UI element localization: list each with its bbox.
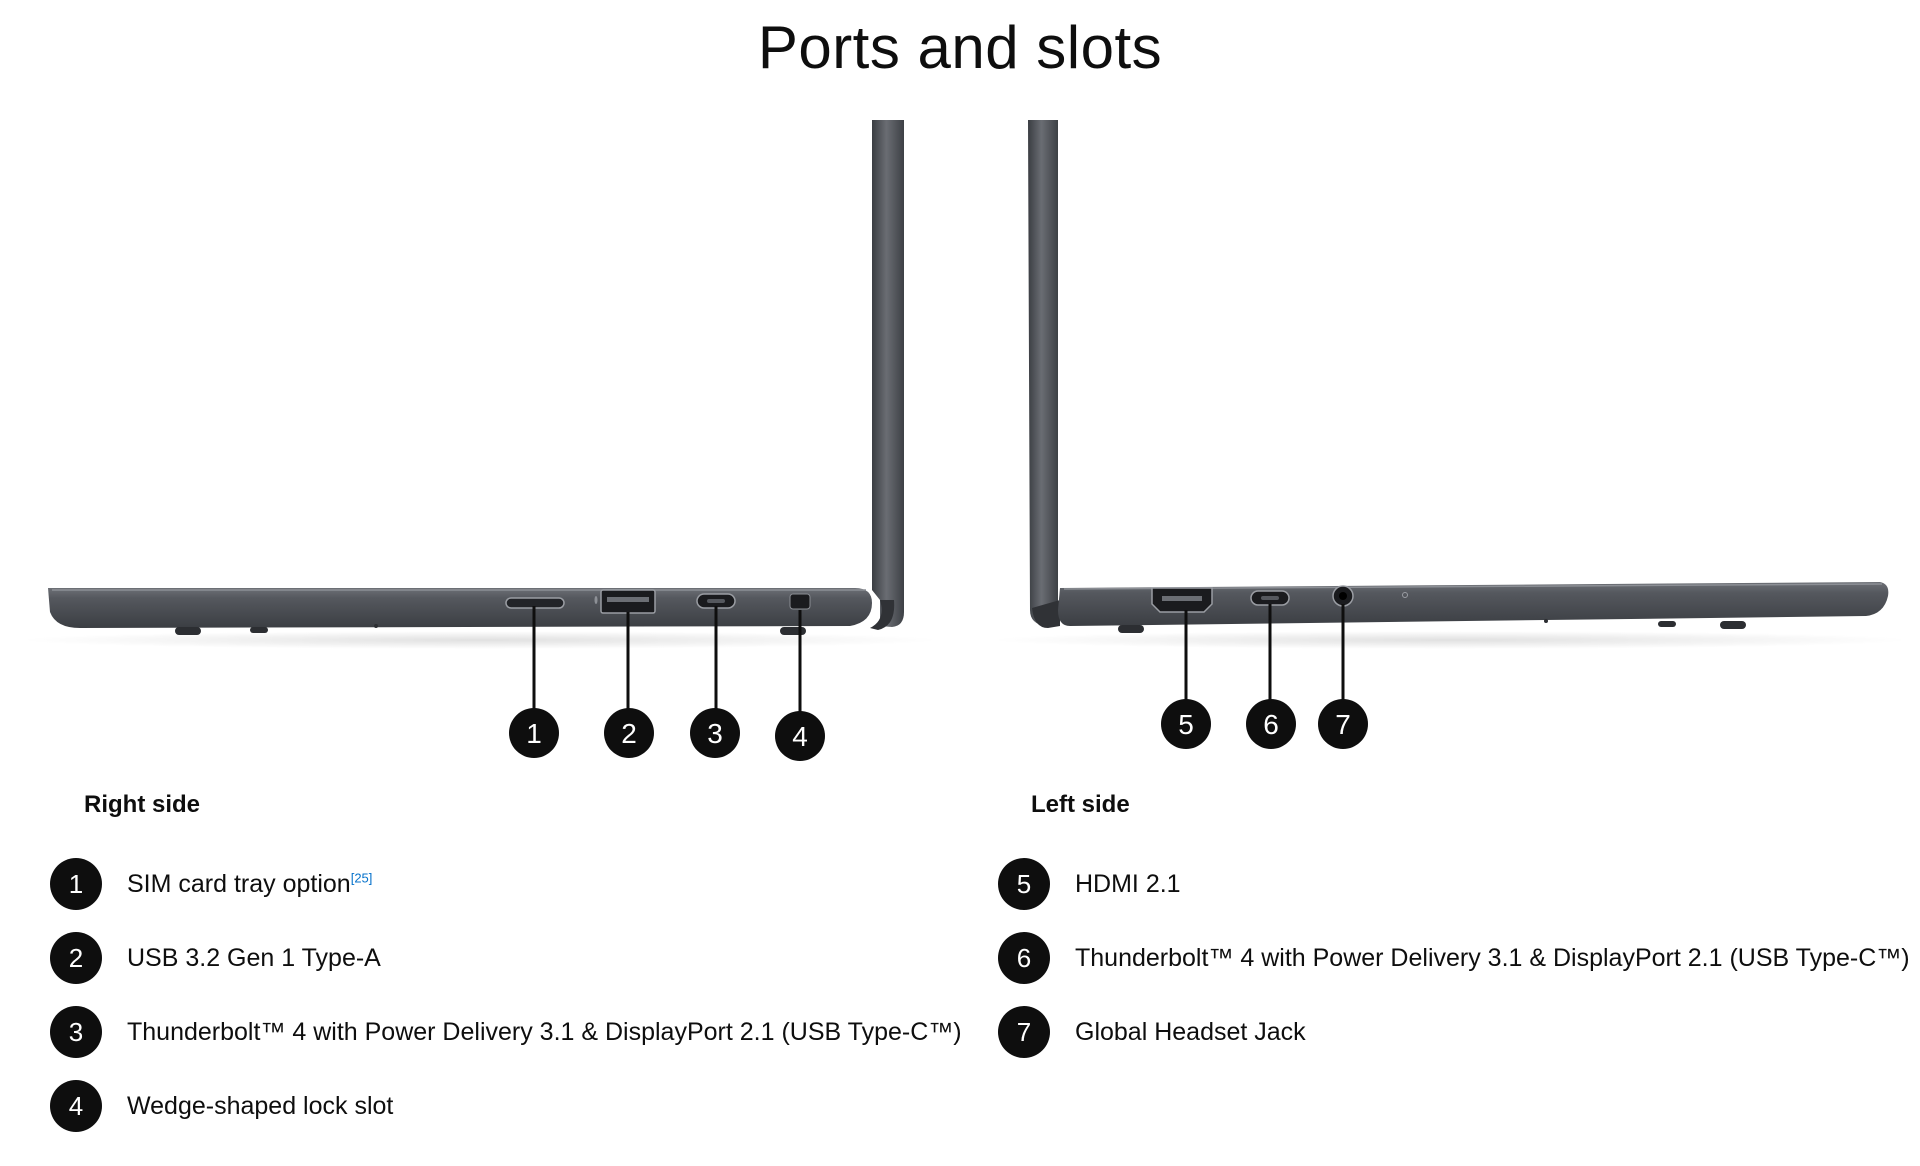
number-badge: 4 xyxy=(50,1080,102,1132)
item-label: Wedge-shaped lock slot xyxy=(127,1092,394,1120)
list-item: 7 Global Headset Jack xyxy=(998,1006,1306,1058)
list-item: 6 Thunderbolt™ 4 with Power Delivery 3.1… xyxy=(998,932,1910,984)
callout-5: 5 xyxy=(1161,699,1211,749)
list-item: 1 SIM card tray option[25] xyxy=(50,858,372,910)
list-item: 5 HDMI 2.1 xyxy=(998,858,1181,910)
right-side-title: Right side xyxy=(84,791,201,818)
leader-lines xyxy=(532,604,1345,714)
list-item: 2 USB 3.2 Gen 1 Type-A xyxy=(50,932,381,984)
item-label: Thunderbolt™ 4 with Power Delivery 3.1 &… xyxy=(1075,944,1910,972)
number-badge: 5 xyxy=(998,858,1050,910)
item-label: HDMI 2.1 xyxy=(1075,870,1181,898)
number-badge: 1 xyxy=(50,858,102,910)
item-label: Global Headset Jack xyxy=(1075,1018,1306,1046)
item-label: Thunderbolt™ 4 with Power Delivery 3.1 &… xyxy=(127,1018,962,1046)
svg-text:6: 6 xyxy=(1263,709,1279,740)
footnote-link[interactable]: [25] xyxy=(350,870,373,886)
list-item: 3 Thunderbolt™ 4 with Power Delivery 3.1… xyxy=(50,1006,962,1058)
callout-2: 2 xyxy=(604,708,654,758)
number-badge: 3 xyxy=(50,1006,102,1058)
item-label: SIM card tray option[25] xyxy=(127,870,373,898)
laptop-left-side-view xyxy=(990,120,1910,649)
callout-1: 1 xyxy=(509,708,559,758)
svg-text:4: 4 xyxy=(792,721,808,752)
callout-6: 6 xyxy=(1246,699,1296,749)
list-item: 4 Wedge-shaped lock slot xyxy=(50,1080,393,1132)
svg-text:1: 1 xyxy=(526,718,542,749)
page-title: Ports and slots xyxy=(757,14,1163,81)
callout-3: 3 xyxy=(690,708,740,758)
callout-4: 4 xyxy=(775,711,825,761)
svg-text:3: 3 xyxy=(707,718,723,749)
svg-text:2: 2 xyxy=(621,718,637,749)
callout-7: 7 xyxy=(1318,699,1368,749)
number-badge: 6 xyxy=(998,932,1050,984)
svg-text:5: 5 xyxy=(1178,709,1194,740)
number-badge: 7 xyxy=(998,1006,1050,1058)
left-side-title: Left side xyxy=(1031,791,1130,818)
number-badge: 2 xyxy=(50,932,102,984)
item-label: USB 3.2 Gen 1 Type-A xyxy=(127,944,381,972)
wedge-lock-slot xyxy=(789,593,811,610)
svg-text:7: 7 xyxy=(1335,709,1351,740)
laptop-right-side-view xyxy=(20,120,940,649)
